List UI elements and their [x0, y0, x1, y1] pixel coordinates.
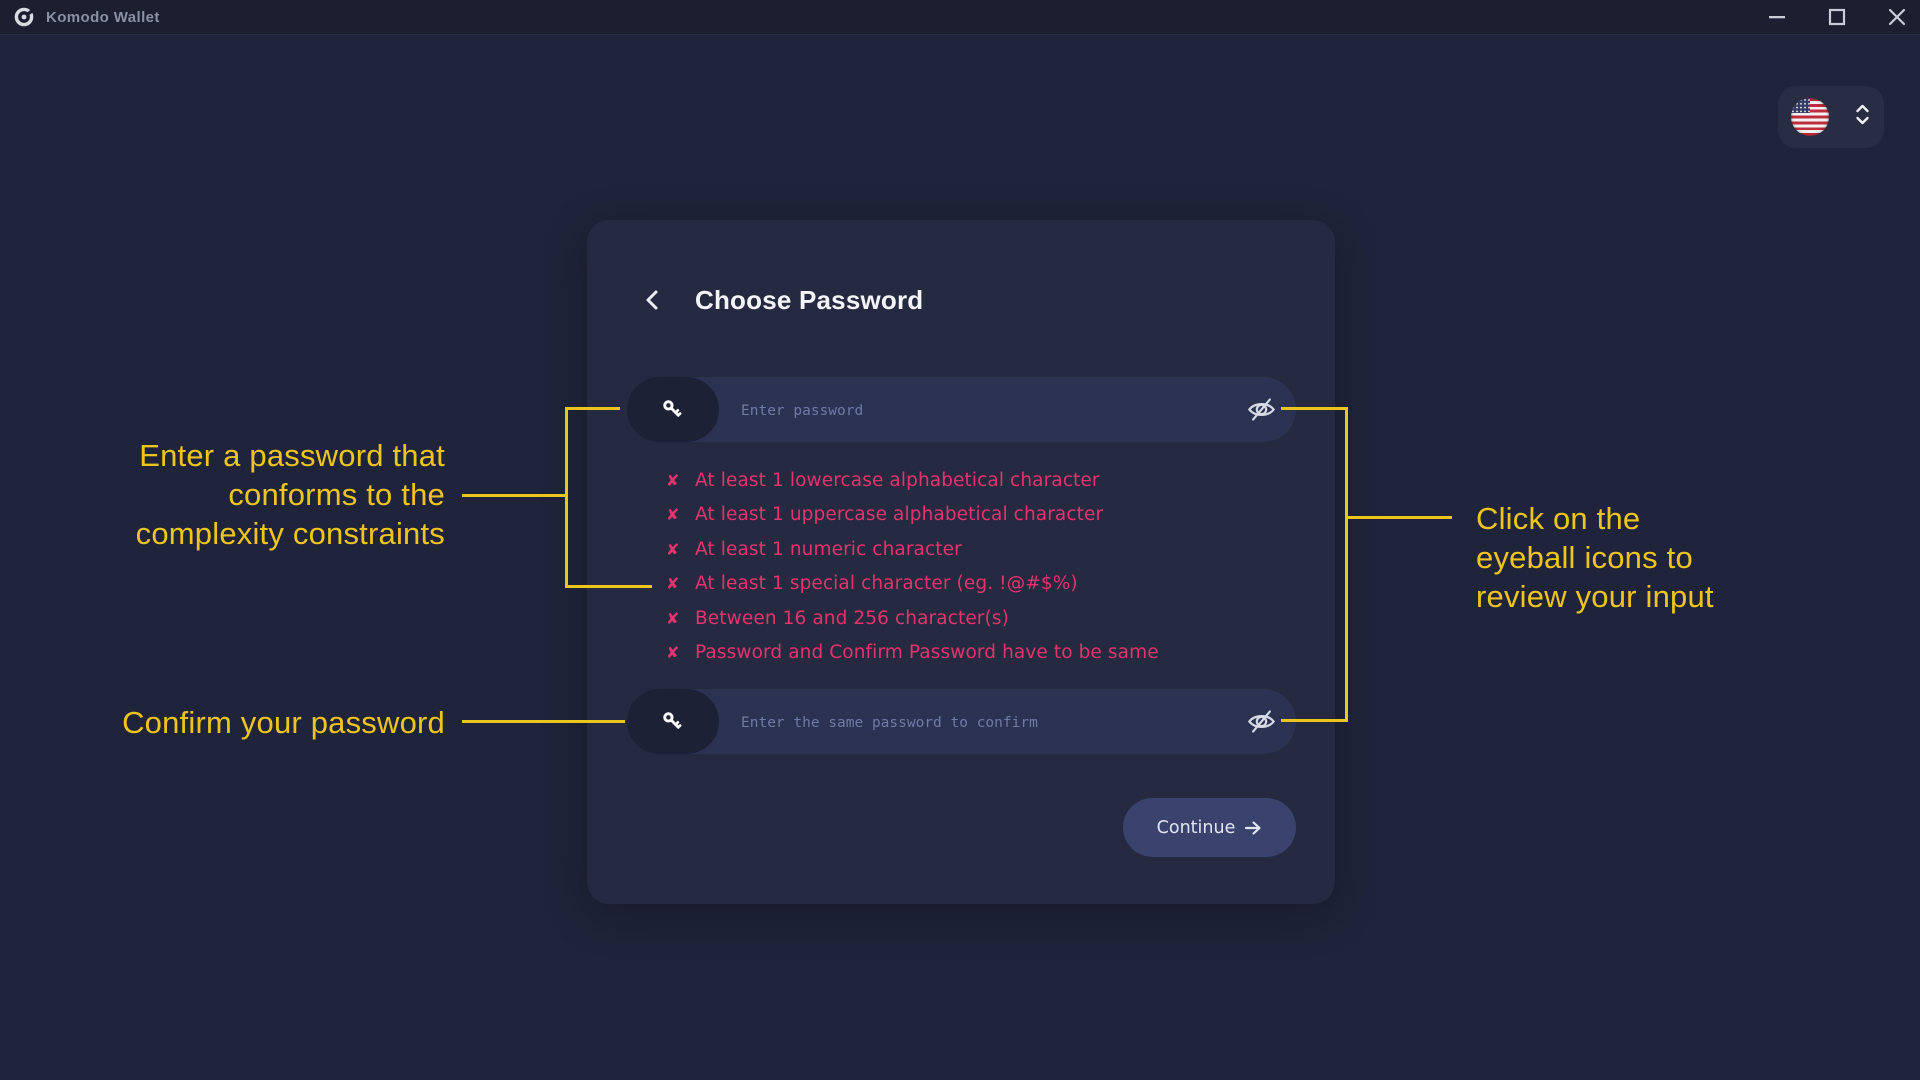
- annotation-right: Click on the eyeball icons to review you…: [1476, 499, 1714, 616]
- maximize-button[interactable]: [1828, 8, 1846, 26]
- password-rule-text: At least 1 uppercase alphabetical charac…: [695, 504, 1104, 526]
- password-field: [627, 377, 1296, 444]
- choose-password-card: Choose Password ✘ At lea: [587, 220, 1335, 904]
- password-rule-text: At least 1 numeric character: [695, 538, 962, 560]
- annotation-line-text: review your input: [1476, 579, 1714, 614]
- annotation-line-text: conforms to the: [228, 477, 445, 512]
- komodo-logo-icon: [13, 6, 35, 28]
- window-controls: [1768, 0, 1906, 34]
- password-rule: ✘ At least 1 special character (eg. !@#$…: [666, 567, 1159, 602]
- annotation-left-secondary: Confirm your password: [122, 703, 445, 742]
- cross-icon: ✘: [666, 643, 680, 663]
- password-rule-text: Between 16 and 256 character(s): [695, 607, 1009, 629]
- us-flag-icon: [1791, 98, 1829, 136]
- password-rule-text: At least 1 lowercase alphabetical charac…: [695, 469, 1100, 491]
- annotation-line-text: eyeball icons to: [1476, 540, 1693, 575]
- confirm-password-field: [627, 689, 1296, 756]
- password-rule: ✘ At least 1 uppercase alphabetical char…: [666, 498, 1159, 533]
- annotation-bracket-line: [1345, 407, 1348, 722]
- continue-label: Continue: [1156, 817, 1236, 838]
- page-title: Choose Password: [695, 285, 924, 315]
- password-rule-text: Password and Confirm Password have to be…: [695, 642, 1159, 664]
- continue-button[interactable]: Continue: [1123, 798, 1296, 857]
- annotation-bracket-line: [1281, 719, 1345, 722]
- key-icon: [627, 689, 719, 754]
- annotation-line-text: Click on the: [1476, 501, 1641, 536]
- language-selector[interactable]: [1778, 86, 1884, 148]
- cross-icon: ✘: [666, 608, 680, 628]
- annotation-bracket-line: [565, 407, 620, 410]
- arrow-right-icon: [1244, 820, 1262, 836]
- back-button[interactable]: [635, 282, 671, 318]
- annotation-line-text: Enter a password that: [139, 438, 445, 473]
- password-rule: ✘ At least 1 numeric character: [666, 532, 1159, 567]
- confirm-password-input[interactable]: [739, 689, 1173, 756]
- annotation-left-primary: Enter a password that conforms to the co…: [136, 436, 445, 553]
- password-rules-list: ✘ At least 1 lowercase alphabetical char…: [666, 463, 1159, 670]
- annotation-line-text: Confirm your password: [122, 705, 445, 740]
- titlebar: Komodo Wallet: [0, 0, 1920, 35]
- updown-chevron-icon: [1854, 102, 1871, 132]
- annotation-connector-line: [1348, 516, 1452, 519]
- annotation-line-text: complexity constraints: [135, 516, 445, 551]
- cross-icon: ✘: [666, 539, 680, 559]
- password-input[interactable]: [739, 377, 1173, 444]
- cross-icon: ✘: [666, 470, 680, 490]
- eye-slash-icon[interactable]: [1246, 394, 1277, 425]
- password-rule: ✘ Between 16 and 256 character(s): [666, 601, 1159, 636]
- annotation-connector-line: [462, 720, 625, 723]
- minimize-button[interactable]: [1768, 8, 1786, 26]
- eye-slash-icon[interactable]: [1246, 706, 1277, 737]
- annotation-bracket-line: [565, 585, 652, 588]
- close-button[interactable]: [1888, 8, 1906, 26]
- key-icon: [627, 377, 719, 442]
- annotation-connector-line: [462, 494, 567, 497]
- annotation-bracket-line: [1281, 407, 1345, 410]
- cross-icon: ✘: [666, 505, 680, 525]
- password-rule-text: At least 1 special character (eg. !@#$%): [695, 573, 1078, 595]
- password-rule: ✘ At least 1 lowercase alphabetical char…: [666, 463, 1159, 498]
- password-rule: ✘ Password and Confirm Password have to …: [666, 636, 1159, 671]
- flag-canton: [1791, 98, 1810, 114]
- cross-icon: ✘: [666, 574, 680, 594]
- annotation-bracket-line: [565, 407, 568, 588]
- window-title: Komodo Wallet: [46, 8, 160, 26]
